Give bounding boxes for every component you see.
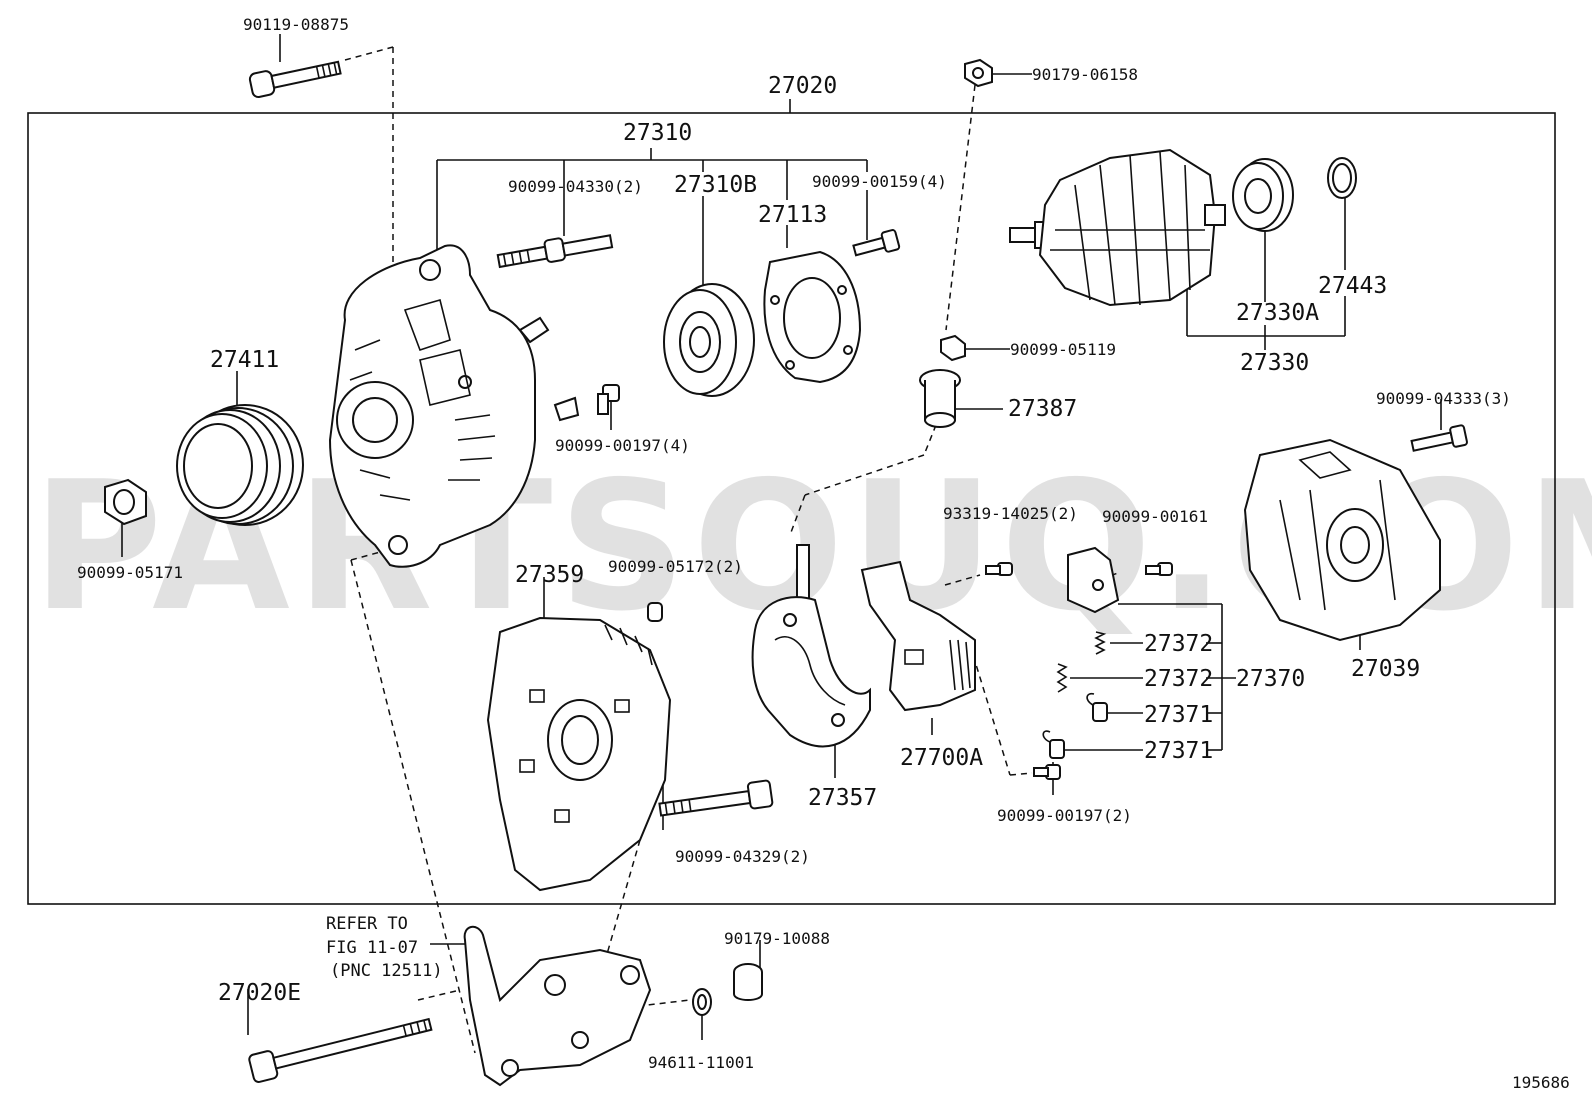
alternator-bracket-icon [463, 925, 652, 1087]
label-27039[interactable]: 27039 [1351, 656, 1420, 682]
label-27372-lower[interactable]: 27372 [1144, 666, 1213, 692]
note-fig-11-07[interactable]: FIG 11-07 [326, 938, 418, 958]
screw-90099-00159-icon [852, 229, 901, 257]
brush-27371-lower-icon [1042, 730, 1065, 759]
screw-90099-00197-4-icon [597, 384, 620, 415]
diagram-id: 195686 [1512, 1073, 1570, 1092]
label-93319-14025[interactable]: 93319-14025(2) [943, 504, 1078, 523]
label-90099-05171[interactable]: 90099-05171 [77, 563, 183, 582]
bolt-27020E-icon [248, 1017, 433, 1083]
bearing-27330A-icon [1232, 158, 1294, 232]
note-refer-to: REFER TO [326, 914, 408, 934]
label-27443[interactable]: 27443 [1318, 273, 1387, 299]
regulator-holder-icon [1067, 546, 1120, 614]
rectifier-27357-icon [751, 544, 871, 748]
bearing-27310B-icon [663, 283, 755, 397]
label-27411[interactable]: 27411 [210, 347, 279, 373]
label-27700A[interactable]: 27700A [900, 745, 983, 771]
label-90099-00197-2[interactable]: 90099-00197(2) [997, 806, 1132, 825]
label-90099-04329[interactable]: 90099-04329(2) [675, 847, 810, 866]
label-90099-04333[interactable]: 90099-04333(3) [1376, 389, 1511, 408]
nut-90099-05172-icon [647, 602, 663, 622]
label-27371-lower[interactable]: 27371 [1144, 738, 1213, 764]
brush-27371-upper-icon [1086, 692, 1108, 722]
terminal-insulator-27387-icon [919, 369, 961, 428]
bracket-27330 [1186, 195, 1346, 350]
label-94611-11001[interactable]: 94611-11001 [648, 1053, 754, 1072]
label-90099-04330[interactable]: 90099-04330(2) [508, 177, 643, 196]
brush-holder-27700A-icon [860, 560, 976, 712]
bolt-90119-08875-icon [248, 60, 342, 98]
nut-90099-05171-icon [104, 478, 147, 526]
label-90099-00161[interactable]: 90099-00161 [1102, 507, 1208, 526]
label-27113[interactable]: 27113 [758, 202, 827, 228]
nut-90099-05119-icon [940, 334, 966, 362]
stud-90099-04330-icon [496, 234, 614, 269]
rotor-27330-icon [1009, 148, 1226, 307]
label-27372-upper[interactable]: 27372 [1144, 631, 1213, 657]
label-90099-05172[interactable]: 90099-05172(2) [608, 557, 743, 576]
bracket-27310 [436, 148, 868, 286]
label-90119-08875[interactable]: 90119-08875 [243, 15, 349, 34]
label-27330[interactable]: 27330 [1240, 350, 1309, 376]
collar-90179-10088-icon [733, 963, 763, 1001]
label-27387[interactable]: 27387 [1008, 396, 1077, 422]
label-27310[interactable]: 27310 [623, 120, 692, 146]
label-27370[interactable]: 27370 [1236, 666, 1305, 692]
bolt-90099-04329-icon [658, 779, 774, 817]
label-90099-05119[interactable]: 90099-05119 [1010, 340, 1116, 359]
label-90099-00159[interactable]: 90099-00159(4) [812, 172, 947, 191]
note-pnc-12511: (PNC 12511) [330, 961, 443, 981]
bolt-90099-04333-icon [1410, 424, 1468, 452]
label-27310B[interactable]: 27310B [674, 172, 757, 198]
label-27357[interactable]: 27357 [808, 785, 877, 811]
screw-90099-00161-icon [1145, 562, 1173, 576]
pulley-27411-icon [176, 404, 304, 526]
screw-90099-00197-2-icon [1033, 764, 1061, 780]
washer-94611-11001-icon [692, 988, 712, 1016]
label-90179-10088[interactable]: 90179-10088 [724, 929, 830, 948]
rear-end-cover-27039-icon [1243, 438, 1441, 642]
label-90099-00197-4[interactable]: 90099-00197(4) [555, 436, 690, 455]
washer-27443-icon [1327, 157, 1357, 199]
label-27371-upper[interactable]: 27371 [1144, 702, 1213, 728]
label-27359[interactable]: 27359 [515, 562, 584, 588]
rectifier-end-frame-27359-icon [486, 616, 672, 892]
screw-93319-14025-icon [985, 562, 1013, 576]
nut-90179-06158-icon [964, 58, 993, 88]
retainer-plate-27113-icon [763, 250, 862, 384]
spring-27372-upper-icon [1094, 631, 1107, 655]
drive-end-frame-27310-icon [328, 244, 580, 568]
label-27330A[interactable]: 27330A [1236, 300, 1319, 326]
label-90179-06158[interactable]: 90179-06158 [1032, 65, 1138, 84]
spring-27372-lower-icon [1056, 663, 1068, 693]
label-27020E[interactable]: 27020E [218, 980, 301, 1006]
label-27020[interactable]: 27020 [768, 73, 837, 99]
assembly-frame [27, 112, 1556, 905]
